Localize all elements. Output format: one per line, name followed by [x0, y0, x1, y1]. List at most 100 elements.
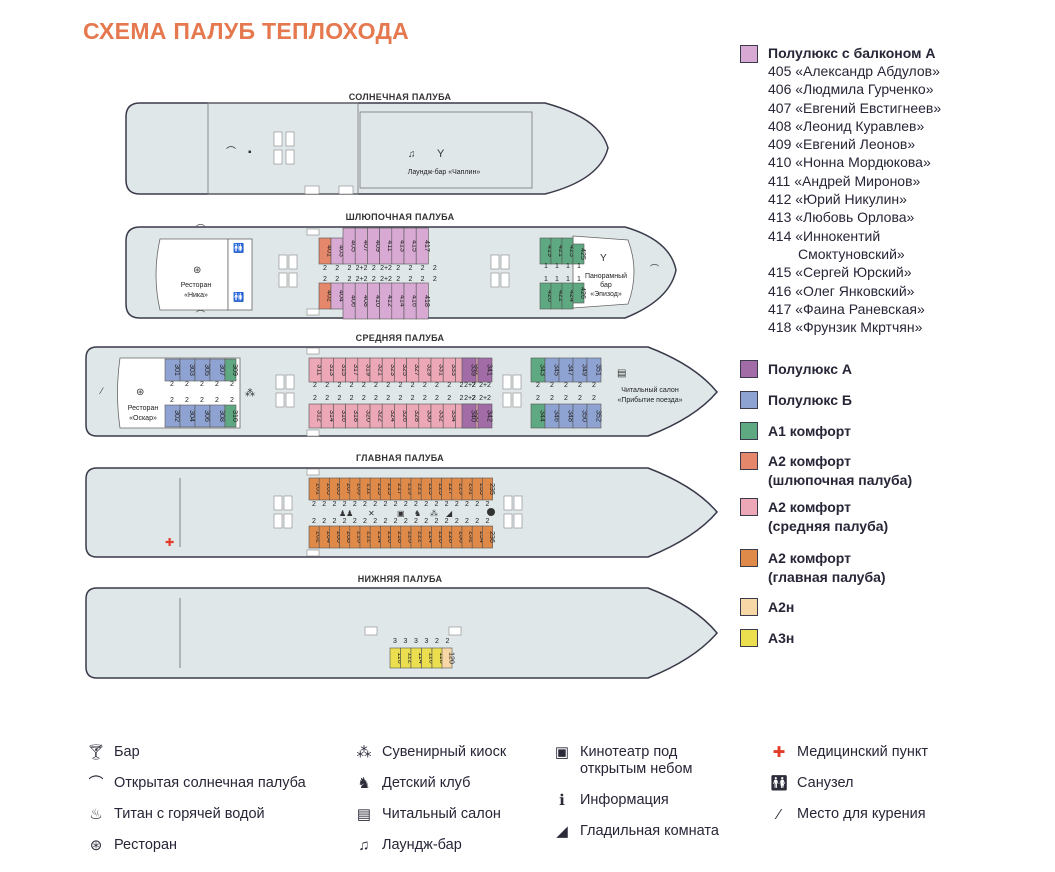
berth-count: 2 [472, 395, 476, 402]
cocktail-icon: Y [600, 253, 607, 264]
cabin-235[interactable] [482, 477, 493, 501]
cocktail-icon: 🍸︎ [86, 744, 106, 761]
iron-icon: ◢ [446, 509, 453, 518]
cabin-number: 221 [417, 483, 424, 495]
cabin-number: 206 [335, 531, 342, 543]
berth-count: 2 [325, 382, 329, 389]
icon-legend-medical: ✚Медицинский пункт [767, 743, 928, 763]
cabin-number: 203 [325, 483, 332, 495]
plate-icon: ⊛ [136, 387, 144, 398]
berth-count: 2 [347, 265, 351, 272]
cabin-number: 208 [345, 531, 352, 543]
berth-count: 3 [404, 638, 408, 645]
cabin-417[interactable] [415, 227, 429, 265]
hull-sun[interactable] [125, 102, 609, 195]
cabin-425[interactable] [572, 243, 585, 265]
cabin-number: 322 [377, 410, 384, 422]
cabin-number: 406 [350, 295, 357, 307]
legend-label: Полулюкс Б [768, 392, 852, 408]
berth-count: 2 [347, 276, 351, 283]
cabin-number: 408 [362, 295, 369, 307]
cabin-name: 417 «Фаина Раневская» [768, 300, 925, 317]
cabin-341[interactable] [477, 357, 493, 383]
cabin-number: 423 [568, 245, 575, 257]
berth-count: 1 [566, 263, 570, 270]
berth-count: 2 [353, 518, 357, 525]
projector-icon: ▣ [554, 744, 570, 761]
cabin-number: 401 [326, 245, 333, 257]
cabin-310[interactable] [224, 404, 237, 428]
swatch-a1 [740, 422, 758, 440]
oscar-label-1: Ресторан [128, 405, 159, 412]
cabin-number: 416 [411, 295, 418, 307]
cabin-120[interactable] [441, 647, 453, 669]
cocktail-icon: Y [437, 148, 445, 160]
cabin-236[interactable] [482, 525, 493, 549]
berth-count: 2 [414, 518, 418, 525]
legend-label: А2 комфорт [768, 499, 851, 515]
berth-count: 2 [312, 518, 316, 525]
berth-count: 2 [323, 276, 327, 283]
cabin-name: 413 «Любовь Орлова» [768, 209, 915, 226]
cabin-number: 213 [376, 483, 383, 495]
berth-count: 2 [200, 397, 204, 404]
berth-count: 2 [550, 382, 554, 389]
berth-count: 2 [398, 382, 402, 389]
icon-legend-reading: ▤Читальный салон [352, 805, 501, 825]
cabin-number: 305 [203, 364, 210, 376]
cabin-351[interactable] [586, 357, 602, 383]
cabin-number: 231 [468, 483, 475, 495]
cabin-number: 308 [218, 410, 225, 422]
boiler-icon: ♨ [89, 806, 103, 823]
hull-lower[interactable] [85, 587, 718, 679]
berth-count: 1 [577, 276, 581, 283]
hull-boat[interactable] [125, 226, 677, 319]
berth-count: 2 [445, 501, 449, 508]
cabin-name: 409 «Евгений Леонов» [768, 136, 916, 153]
berth-count: 2+2 [479, 382, 491, 389]
berth-count: 2 [350, 395, 354, 402]
hull-main[interactable] [85, 467, 718, 558]
legend-label: А2 комфорт [768, 550, 851, 566]
sunbed-icon: ⌒ [196, 310, 205, 320]
nika-label-1: Ресторан [181, 282, 212, 289]
cabin-names-list: 405 «Александр Абдулов» 406 «Людмила Гур… [768, 62, 941, 336]
swatch-a2-main [740, 549, 758, 567]
berth-count: 2 [362, 382, 366, 389]
cabin-number: 345 [553, 364, 560, 376]
berth-count: 2 [423, 395, 427, 402]
cabin-number: 422 [557, 290, 564, 302]
cabin-number: 413 [398, 240, 405, 252]
iron-icon: ◢ [556, 823, 568, 840]
berth-count: 2 [396, 265, 400, 272]
deck-label-sun: СОЛНЕЧНАЯ ПАЛУБА [348, 92, 452, 102]
cabin-name: Смоктуновский» [798, 245, 905, 262]
berth-count: 2 [374, 395, 378, 402]
icon-legend-sundeck: ⌒Открытая солнечная палуба [84, 774, 305, 794]
berth-count: 2 [421, 265, 425, 272]
cabin-number: 404 [338, 290, 345, 302]
berth-count: 2 [433, 276, 437, 283]
cabin-number: 327 [413, 364, 420, 376]
cabin-426[interactable] [572, 282, 585, 304]
cabin-418[interactable] [415, 282, 429, 320]
cabin-352[interactable] [586, 403, 602, 429]
cabin-number: 319 [364, 364, 371, 376]
berth-count: 2 [337, 395, 341, 402]
cabin-339[interactable] [461, 357, 477, 383]
cabin-342[interactable] [477, 403, 493, 429]
cabin-340[interactable] [461, 403, 477, 429]
berth-count: 2 [383, 501, 387, 508]
cabin-number: 351 [595, 364, 602, 376]
cabin-number: 424 [568, 290, 575, 302]
berth-count: 2+2 [479, 395, 491, 402]
berth-count: 2 [564, 382, 568, 389]
cabin-309[interactable] [224, 358, 237, 382]
cabin-number: 331 [438, 364, 445, 376]
cabin-name: 418 «Фрунзик Мкртчян» [768, 319, 923, 336]
berth-count: 1 [577, 263, 581, 270]
nika-label-2: «Ника» [184, 292, 208, 299]
cabin-name: 408 «Леонид Куравлев» [768, 117, 925, 134]
souvenir-icon: ⁂ [245, 388, 255, 399]
